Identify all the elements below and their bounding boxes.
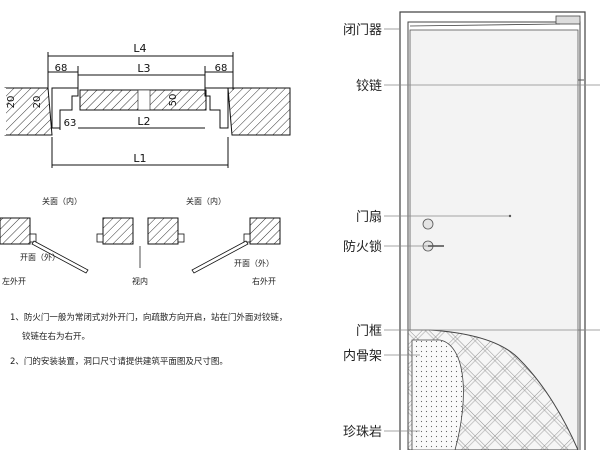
l3-label: L3 bbox=[137, 62, 150, 75]
lock-cylinder bbox=[422, 218, 434, 230]
right-frame-profile bbox=[204, 87, 229, 129]
left-swing-caption: 左外开 bbox=[2, 276, 26, 286]
perlite-callout: 珍珠岩 bbox=[343, 425, 382, 440]
right-wall bbox=[227, 87, 291, 136]
frame-callout: 门框 bbox=[356, 324, 382, 339]
leaf-callout: 门扇 bbox=[356, 209, 382, 225]
frame-width-left-label: 68 bbox=[55, 63, 68, 74]
swing-diagrams: 关面（内） 关面（内） 开面（外） 开面（外） 视内 左外开 右外开 bbox=[0, 196, 281, 286]
right-top-label: 关面（内） bbox=[186, 196, 226, 206]
left-swing-wall-a bbox=[0, 217, 31, 245]
right-open-label: 开面（外） bbox=[234, 258, 274, 268]
notes: 1、防火门一般为常闭式对外开门，向疏散方向开启，站在门外面对铰链， 铰链在右为右… bbox=[10, 312, 287, 367]
left-open-label: 开面（外） bbox=[20, 252, 60, 262]
wall-gap-right-label: 20 bbox=[32, 96, 43, 109]
install-section: L4 68 68 L3 20 20 50 63 L2 bbox=[4, 42, 291, 168]
door-closer bbox=[555, 15, 581, 25]
l2-label: L2 bbox=[137, 115, 150, 128]
right-open-leaf bbox=[191, 240, 249, 274]
closer-callout: 闭门器 bbox=[343, 23, 382, 38]
core-callout: 内骨架 bbox=[343, 348, 382, 364]
left-wall bbox=[4, 87, 53, 136]
left-frame-profile bbox=[51, 87, 79, 129]
door-frame-outer bbox=[399, 11, 586, 450]
left-top-label: 关面（内） bbox=[42, 196, 82, 206]
door-frame-inner bbox=[407, 21, 581, 450]
center-view-label: 视内 bbox=[132, 276, 148, 286]
frame-width-right-label: 68 bbox=[215, 63, 228, 74]
note-2: 2、门的安装装置，洞口尺寸请提供建筑平面图及尺寸图。 bbox=[10, 356, 228, 367]
note-1: 1、防火门一般为常闭式对外开门，向疏散方向开启，站在门外面对铰链， bbox=[10, 312, 287, 323]
door-callouts: 闭门器 铰链 门扇 防火锁 门框 内骨架 珍珠岩 bbox=[343, 23, 382, 440]
left-swing-wall-b bbox=[102, 217, 134, 245]
right-swing-caption: 右外开 bbox=[252, 276, 276, 286]
lock-callout: 防火锁 bbox=[343, 239, 382, 255]
l4-label: L4 bbox=[133, 42, 146, 55]
wall-gap-left-label: 20 bbox=[6, 96, 17, 109]
note-1-cont: 铰链在右为右开。 bbox=[22, 331, 90, 342]
left-open-leaf bbox=[31, 240, 89, 274]
right-swing-wall-b bbox=[249, 217, 281, 245]
hinge-callout: 铰链 bbox=[356, 79, 382, 94]
rebate-label: 63 bbox=[64, 118, 77, 129]
door-elevation bbox=[384, 11, 600, 450]
right-swing-wall-a bbox=[147, 217, 179, 245]
perlite-fill bbox=[411, 339, 464, 450]
l1-label: L1 bbox=[133, 152, 146, 165]
leaf-thickness-label: 50 bbox=[168, 94, 179, 107]
